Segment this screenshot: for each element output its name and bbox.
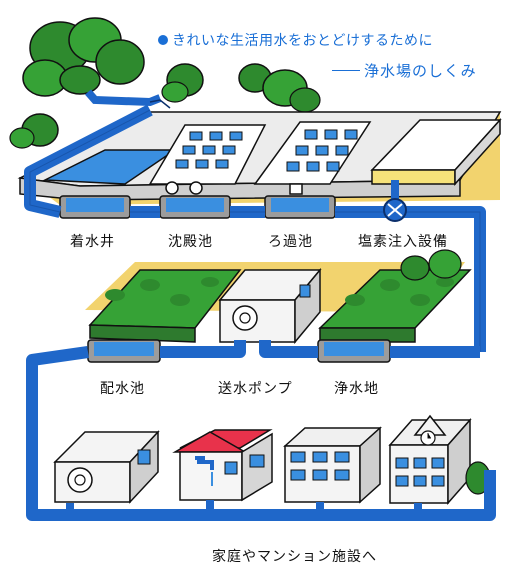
label-filtration: ろ過池 bbox=[268, 234, 313, 250]
title-line1-text: きれいな生活用水をおとどけするために bbox=[172, 33, 433, 49]
label-chlorination: 塩素注入設備 bbox=[358, 234, 448, 250]
valve-icon bbox=[165, 181, 303, 195]
field-left-icon bbox=[88, 269, 242, 343]
sedimentation-building-icon bbox=[148, 124, 267, 185]
label-distribution-reservoir: 配水池 bbox=[100, 381, 145, 397]
filtration-building-icon bbox=[253, 121, 372, 185]
label-sedimentation: 沈殿池 bbox=[168, 234, 213, 250]
house-icon bbox=[172, 429, 273, 502]
label-homes: 家庭やマンション施設へ bbox=[212, 549, 377, 565]
title-line1: きれいな生活用水をおとどけするために bbox=[158, 30, 433, 50]
label-intake-well: 着水井 bbox=[70, 234, 115, 250]
apartment-icon bbox=[283, 426, 382, 504]
river-intake bbox=[84, 89, 162, 107]
trees-right-icon bbox=[400, 249, 462, 281]
tree-left-icon bbox=[9, 113, 59, 149]
chlorine-injector-icon bbox=[383, 198, 407, 222]
top-pipe bbox=[24, 104, 486, 352]
middle-pipe bbox=[26, 340, 480, 521]
school-icon bbox=[388, 414, 472, 505]
chlorination-building-icon bbox=[370, 118, 502, 186]
title-line2: 浄水場のしくみ bbox=[332, 60, 477, 81]
dash-line-icon bbox=[332, 70, 360, 71]
pump-building-icon bbox=[218, 267, 322, 345]
field-right-icon bbox=[318, 269, 472, 343]
trees-middle-icon bbox=[161, 63, 321, 113]
bottom-pipe bbox=[32, 470, 496, 521]
label-clean-water: 浄水地 bbox=[334, 381, 379, 397]
title-line2-text: 浄水場のしくみ bbox=[364, 62, 477, 80]
pump-house-bottom-icon bbox=[53, 430, 160, 504]
forest-top-left-icon bbox=[22, 17, 145, 97]
bullet-dot-icon bbox=[158, 35, 168, 45]
label-pump: 送水ポンプ bbox=[218, 381, 293, 397]
